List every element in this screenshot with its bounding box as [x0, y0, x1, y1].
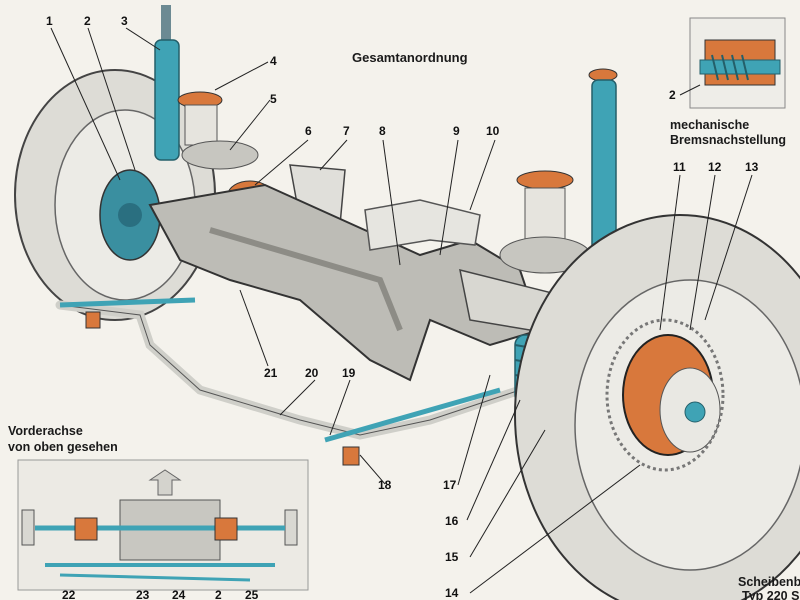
callout-7: 7	[343, 124, 350, 138]
callout-3: 3	[121, 14, 128, 28]
inset-bottom-caption-line2: von oben gesehen	[8, 440, 118, 454]
inset-top-caption-line2: Bremsnachstellung	[670, 133, 787, 147]
inset-bottom-label: 2	[215, 588, 222, 600]
brake-backplate	[605, 318, 725, 472]
callout-1: 1	[46, 14, 53, 28]
corner-caption-line1: Scheibenb	[738, 575, 800, 589]
callout-16: 16	[445, 514, 459, 528]
callout-4: 4	[270, 54, 277, 68]
callout-13: 13	[745, 160, 759, 174]
callout-10: 10	[486, 124, 500, 138]
right-spring-mount	[499, 170, 591, 274]
callout-11: 11	[673, 160, 686, 174]
right-tire	[514, 214, 800, 600]
callout-18: 18	[378, 478, 392, 492]
inset-bottom-label: 22	[62, 588, 76, 600]
left-shock-absorber	[154, 5, 180, 161]
callout-leaders	[50, 27, 753, 594]
callout-15: 15	[445, 550, 459, 564]
tie-rod-right	[324, 387, 501, 443]
engine-bracket	[364, 199, 481, 251]
callout-9: 9	[453, 124, 460, 138]
callout-21: 21	[264, 366, 278, 380]
inset-bottom-label: 23	[136, 588, 150, 600]
callout-2: 2	[84, 14, 91, 28]
callout-19: 19	[342, 366, 356, 380]
left-spring-mount	[177, 91, 259, 170]
callout-14: 14	[445, 586, 459, 600]
inset-bottom-label: 24	[172, 588, 186, 600]
callout-12: 12	[708, 160, 722, 174]
callout-6: 6	[305, 124, 312, 138]
inset-top-callout: 2	[669, 88, 676, 102]
corner-caption-line2: Typ 220 S	[742, 589, 800, 600]
callout-8: 8	[379, 124, 386, 138]
callout-20: 20	[305, 366, 319, 380]
callout-17: 17	[443, 478, 457, 492]
diagram-title: Gesamtanordnung	[352, 50, 468, 65]
callout-5: 5	[270, 92, 277, 106]
inset-bottom-caption-line1: Vorderachse	[8, 424, 83, 438]
inset-top-caption-line1: mechanische	[670, 118, 750, 132]
tie-rod-left	[59, 297, 196, 308]
brake-adjuster-inset	[689, 17, 786, 109]
front-subframe	[148, 183, 542, 382]
top-view-inset	[17, 459, 309, 591]
inset-bottom-label: 25	[245, 588, 259, 600]
direction-arrow	[148, 469, 182, 496]
